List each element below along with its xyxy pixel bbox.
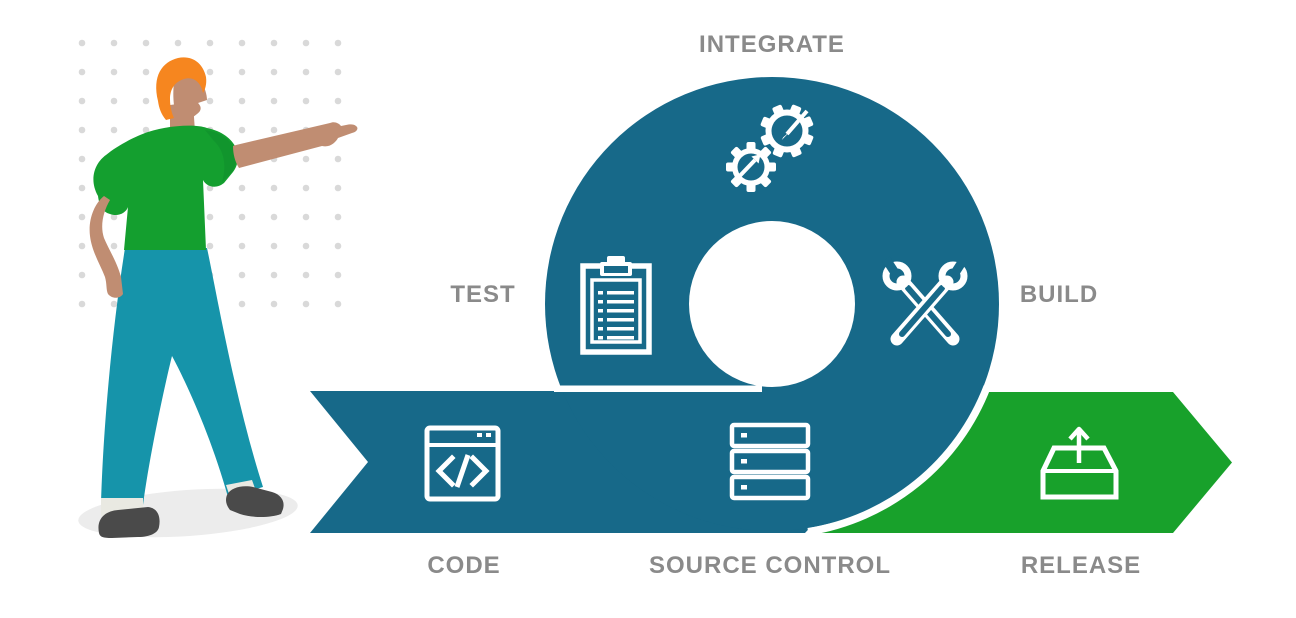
wrenches-build-icon: [882, 256, 968, 346]
person-illustration: [78, 57, 358, 538]
person-shoe-right: [226, 486, 284, 517]
test-label: TEST: [450, 281, 516, 308]
person-face: [173, 72, 207, 122]
person-shirt: [93, 125, 238, 250]
code-window-icon: [424, 425, 501, 502]
person-shoe-left: [98, 507, 160, 538]
gears-integrate-icon: [726, 104, 814, 192]
loop-ring-hole: [689, 221, 855, 387]
integrate-label: INTEGRATE: [699, 31, 845, 58]
loop-ring: [545, 77, 999, 536]
release-label: RELEASE: [1020, 552, 1142, 579]
box-release-icon: [1040, 426, 1119, 500]
loop-band-gap: [554, 385, 762, 392]
person-pants: [101, 248, 263, 505]
source-control-label: SOURCE CONTROL: [649, 552, 891, 579]
server-stack-icon: [729, 422, 811, 501]
code-label: CODE: [427, 552, 501, 579]
person-pointing-arm: [233, 122, 358, 168]
release-arrow-band: [820, 392, 1232, 533]
clipboard-test-icon: [580, 256, 652, 355]
person-shirt-shade: [205, 130, 237, 182]
loop-green-separator-arc: [807, 385, 991, 536]
person-back-arm: [89, 196, 123, 298]
person-hair: [156, 57, 207, 120]
build-label: BUILD: [1019, 281, 1099, 308]
